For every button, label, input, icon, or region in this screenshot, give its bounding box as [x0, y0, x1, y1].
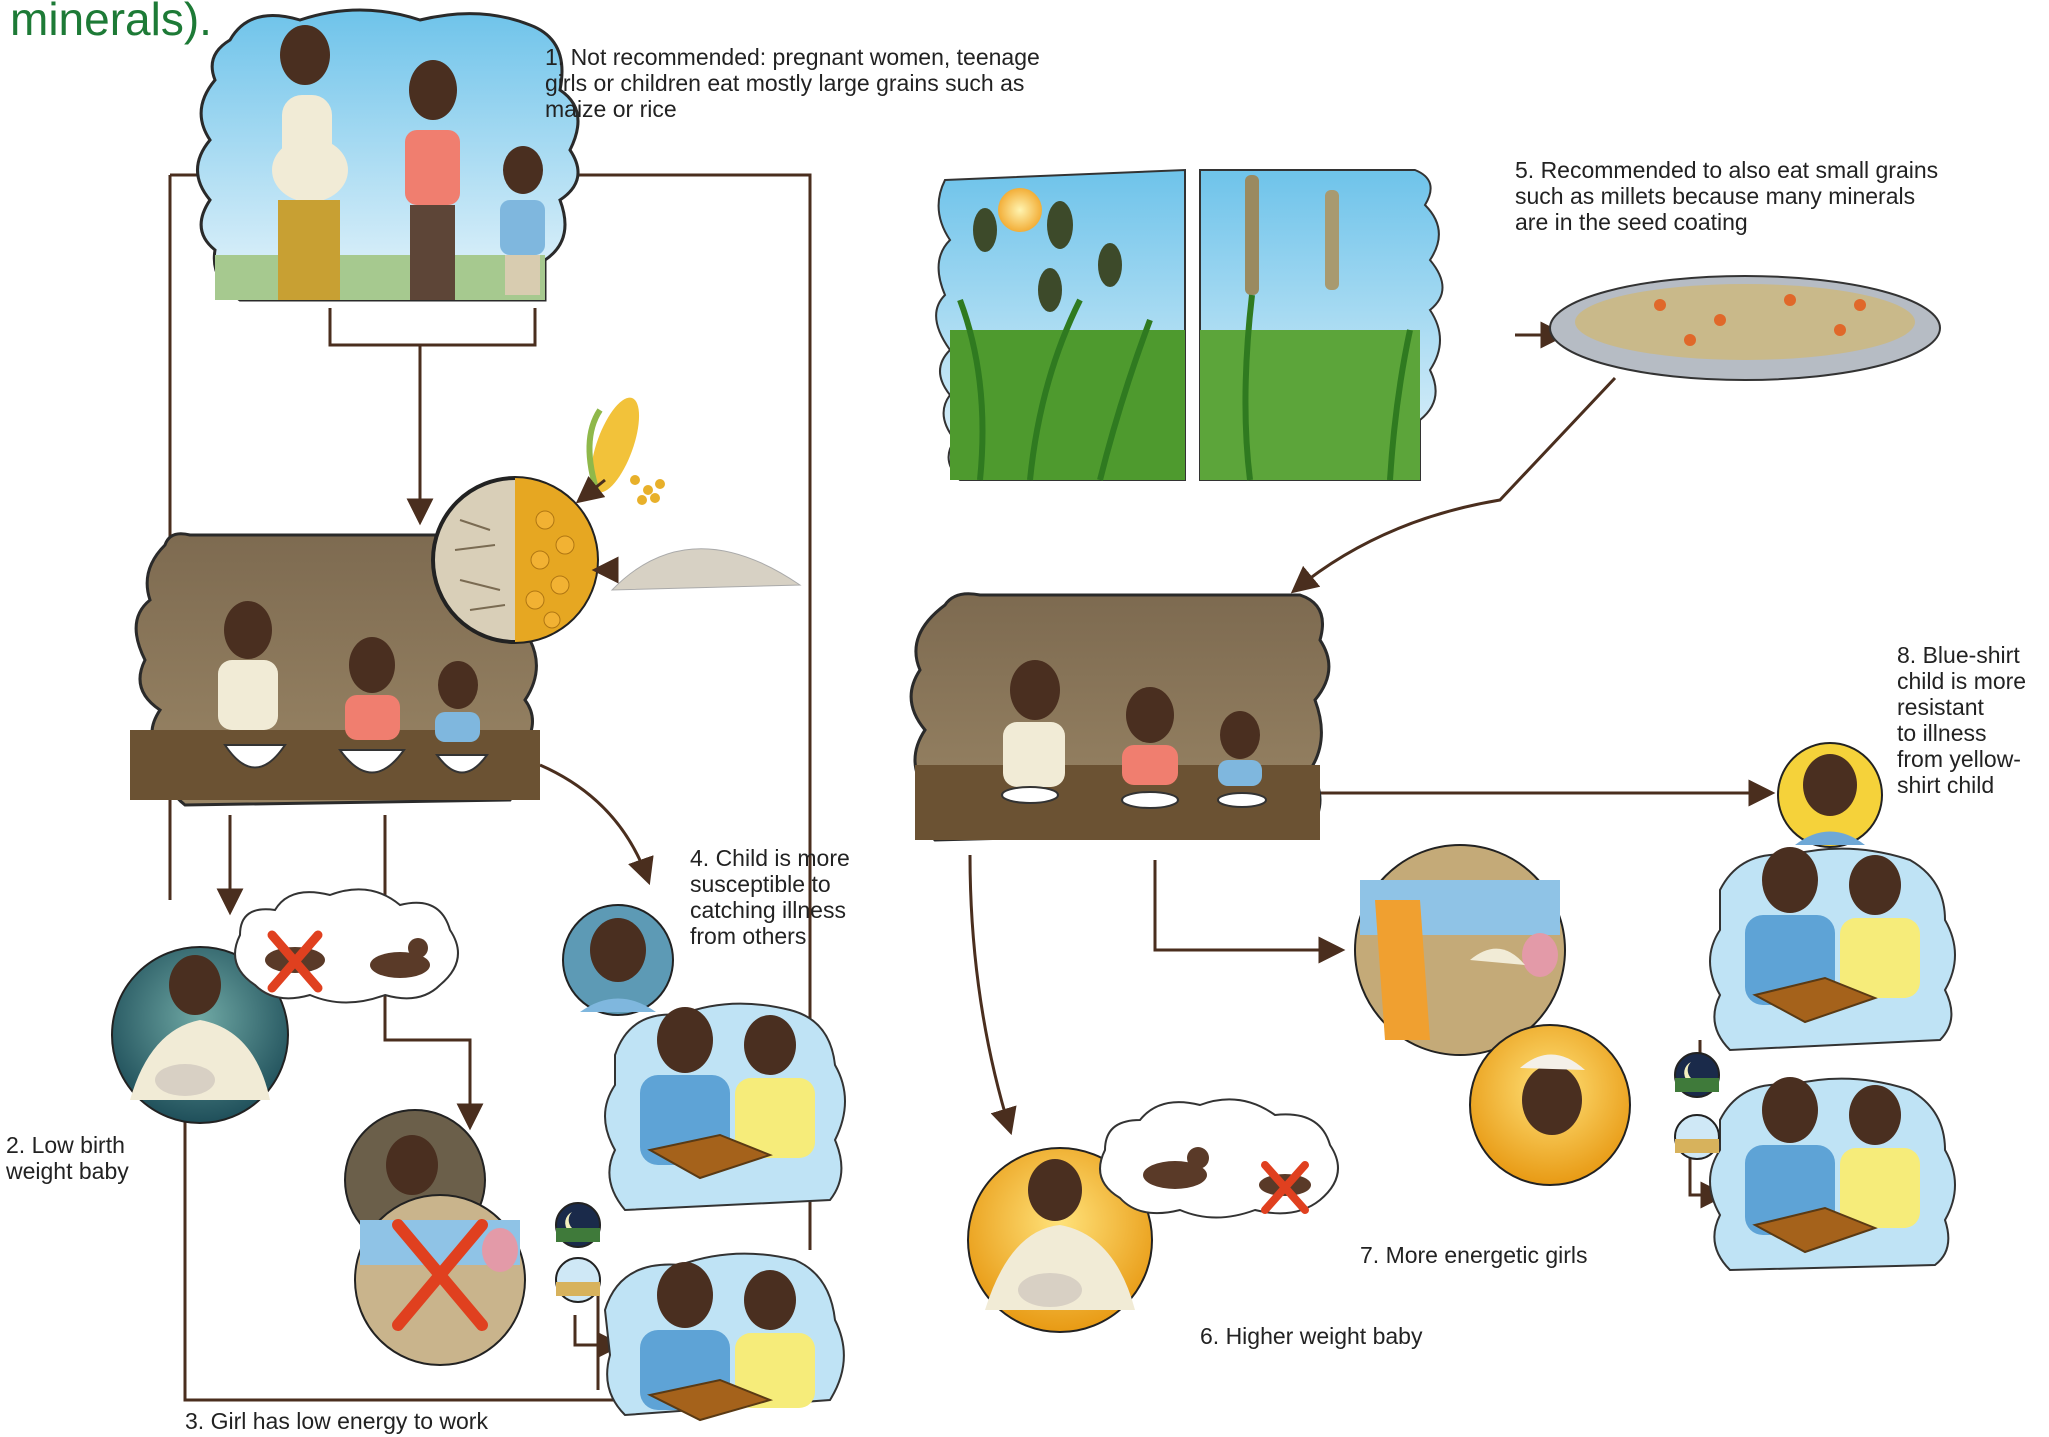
label-higher-weight-baby: 6. Higher weight baby [1200, 1323, 1423, 1349]
label-energetic-girls: 7. More energetic girls [1360, 1242, 1588, 1268]
panel-millet-field [935, 168, 1444, 481]
panel-not-recommended [196, 8, 580, 302]
panel-energetic-girls [1354, 844, 1631, 1186]
panel-eating-large-grains [130, 397, 802, 807]
label-recommended: 5. Recommended to also eat small grains … [1515, 157, 1939, 235]
label-low-birth-weight: 2. Low birth weight baby [6, 1132, 129, 1184]
panel-millet-plate [1549, 275, 1941, 381]
panel-low-birth-weight [111, 888, 459, 1124]
panel-higher-weight-baby [967, 1098, 1339, 1333]
panel-sick-child-face [562, 904, 674, 1016]
left-connectors [168, 173, 812, 1402]
panel-healthy-child-face [1777, 742, 1883, 848]
title-fragment: minerals). [10, 0, 212, 45]
panel-low-energy-girl [344, 1109, 526, 1366]
panel-reading-children-right [1674, 847, 1956, 1272]
label-low-energy: 3. Girl has low energy to work [185, 1408, 488, 1434]
corn-cob-icon [586, 397, 665, 505]
crossed-baby-icon [265, 930, 325, 993]
right-connectors [968, 321, 1776, 1209]
label-resistant: 8. Blue-shirt child is more resistant to… [1897, 642, 2027, 798]
panel-eating-small-grains [909, 592, 1331, 842]
label-susceptible: 4. Child is more susceptible to catching… [690, 845, 850, 949]
label-not-recommended: 1. Not recommended: pregnant women, teen… [545, 44, 1040, 122]
flour-pile-icon [610, 548, 802, 591]
panel-reading-children-left [555, 1002, 846, 1422]
